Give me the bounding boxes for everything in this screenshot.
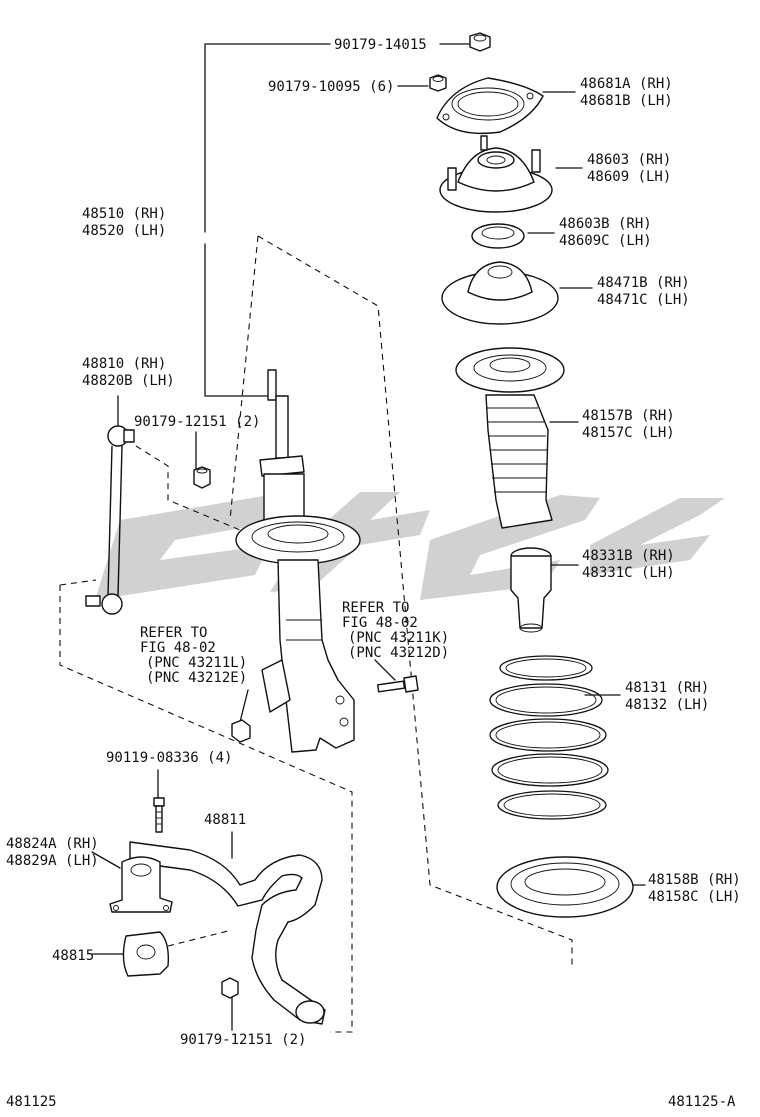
strut-group-dash <box>257 235 573 965</box>
lower-seat-icon <box>496 856 634 918</box>
upper-seat-icon <box>441 261 559 325</box>
callout-boot: 48157B (RH)48157C (LH) <box>582 408 675 441</box>
strut-left-dash <box>229 235 259 521</box>
strut-support-icon <box>439 135 553 213</box>
mount-nut-icon <box>429 74 447 92</box>
callout-link: 48810 (RH)48820B (LH) <box>82 356 175 389</box>
top-nut-icon <box>469 32 491 52</box>
callout-bumper: 48331B (RH)48331C (LH) <box>582 548 675 581</box>
bushing-icon <box>122 929 233 977</box>
footer-left-code: 481125 <box>6 1094 57 1110</box>
dust-boot-icon <box>455 347 565 529</box>
callout-nut-link: 90179-12151 (2) <box>134 414 260 430</box>
callout-spring: 48131 (RH)48132 (LH) <box>625 680 709 713</box>
bottom-nut-icon <box>221 977 239 999</box>
callout-stabilizer: 48811 <box>204 812 246 828</box>
link-nut-icon <box>193 466 211 489</box>
callout-labels: 90179-14015 90179-10095 (6) 48681A (RH)4… <box>6 37 741 1048</box>
footer-right-code: 481125-A <box>668 1094 736 1110</box>
callout-bushing: 48815 <box>52 948 94 964</box>
stabilizer-link-icon <box>85 425 135 615</box>
link-bottom-dash <box>59 579 97 586</box>
upper-plate-icon <box>436 77 544 135</box>
bracket-bolt-icon <box>153 797 165 833</box>
link-group-dash <box>59 585 353 1033</box>
leader-lines <box>91 43 646 1031</box>
callout-bracket: 48824A (RH)48829A (LH) <box>6 836 99 869</box>
callout-lower-seat: 48158B (RH)48158C (LH) <box>648 872 741 905</box>
link-top-dash <box>135 445 241 531</box>
bump-stopper-icon <box>510 547 552 633</box>
callout-nut-bottom: 90179-12151 (2) <box>180 1032 306 1048</box>
strut-bolt-icon <box>377 675 419 693</box>
callout-support: 48603 (RH)48609 (LH) <box>587 152 671 185</box>
watermark-logo <box>95 490 725 600</box>
callout-bearing: 48603B (RH)48609C (LH) <box>559 216 652 249</box>
bearing-icon <box>471 223 525 249</box>
callout-nut-top: 90179-14015 <box>334 37 427 53</box>
callout-plate: 48681A (RH)48681B (LH) <box>580 76 673 109</box>
callout-bolt: 90119-08336 (4) <box>106 750 232 766</box>
callout-nut-mount: 90179-10095 (6) <box>268 79 394 95</box>
bracket-icon <box>109 856 173 913</box>
stabilizer-bar-icon <box>129 841 326 1025</box>
strut-nut-icon <box>231 719 251 743</box>
callout-strut: 48510 (RH)48520 (LH) <box>82 206 166 239</box>
strut-assembly-icon <box>235 369 361 753</box>
coil-spring-icon <box>489 655 609 820</box>
callout-upper-seat: 48471B (RH)48471C (LH) <box>597 275 690 308</box>
